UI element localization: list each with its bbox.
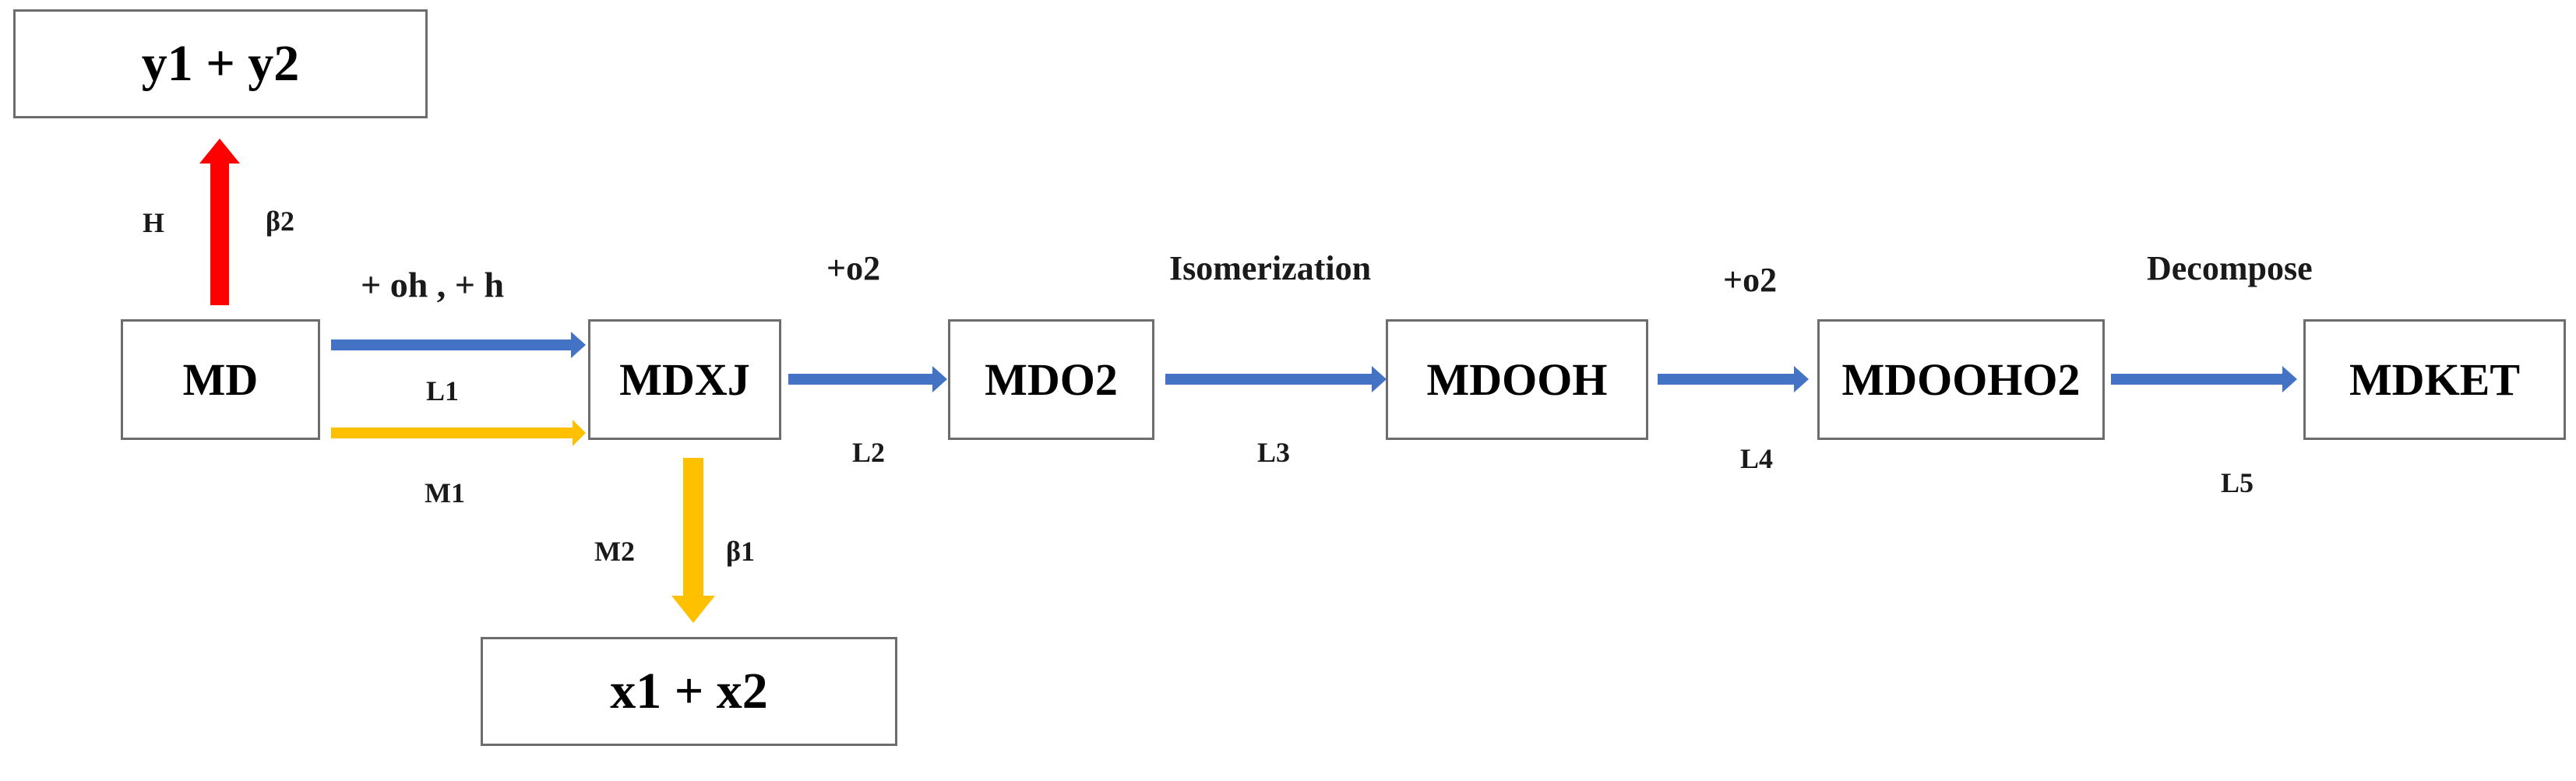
label-isomerization: Isomerization <box>1169 249 1372 287</box>
node-md-label: MD <box>182 354 259 405</box>
node-mdxj-label: MDXJ <box>619 354 750 405</box>
label-l2: L2 <box>852 437 886 468</box>
node-mdket-label: MDKET <box>2349 354 2521 405</box>
label-beta2: β2 <box>266 206 294 237</box>
label-o2-first: +o2 <box>826 249 881 287</box>
node-mdket: MDKET <box>2303 319 2566 440</box>
node-y-products: y1 + y2 <box>13 9 428 118</box>
node-x-products: x1 + x2 <box>481 637 897 746</box>
label-l3: L3 <box>1257 437 1291 468</box>
red-arrow-md-to-y <box>199 139 240 305</box>
label-l1: L1 <box>426 375 460 406</box>
yellow-arrow-md-to-mdxj <box>331 420 586 446</box>
label-m1: M1 <box>425 477 465 508</box>
node-mdooh-label: MDOOH <box>1426 354 1608 405</box>
blue-arrow-mdxj-to-mdo2 <box>788 366 947 392</box>
node-mdo2: MDO2 <box>948 319 1154 440</box>
label-h: H <box>143 207 165 238</box>
node-mdooho2-label: MDOOHO2 <box>1841 354 2081 405</box>
blue-arrow-mdooho2-to-mdket <box>2111 366 2297 392</box>
node-mdooho2: MDOOHO2 <box>1817 319 2105 440</box>
label-decompose: Decompose <box>2147 249 2313 287</box>
blue-arrow-mdooh-to-mdooho2 <box>1658 366 1809 392</box>
yellow-arrow-mdxj-to-x <box>671 458 715 623</box>
blue-arrow-md-to-mdxj <box>331 332 586 358</box>
label-l4: L4 <box>1740 443 1774 474</box>
label-beta1: β1 <box>726 536 755 567</box>
node-y-products-label: y1 + y2 <box>141 35 300 92</box>
label-oh-h: + oh , + h <box>361 265 505 304</box>
blue-arrow-mdo2-to-mdooh <box>1165 366 1387 392</box>
node-x-products-label: x1 + x2 <box>610 663 768 719</box>
node-mdo2-label: MDO2 <box>985 354 1118 405</box>
label-m2: M2 <box>594 536 635 567</box>
node-md: MD <box>121 319 320 440</box>
node-mdooh: MDOOH <box>1386 319 1648 440</box>
label-o2-second: +o2 <box>1723 261 1778 299</box>
label-l5: L5 <box>2221 467 2254 498</box>
node-mdxj: MDXJ <box>588 319 781 440</box>
